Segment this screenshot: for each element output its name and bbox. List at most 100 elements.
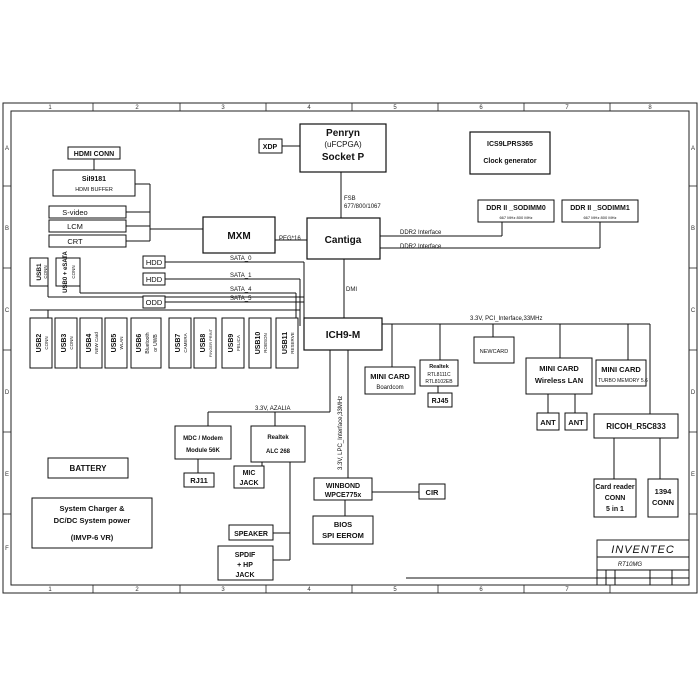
- clock-generator-block: ICS9LPRS365 Clock generator: [469, 131, 551, 175]
- modem-block: MDC / Modem Module 56K: [174, 425, 232, 460]
- azalia-label: 3.3V, AZALIA: [255, 406, 290, 412]
- system-charger-block: System Charger & DC/DC System power (IMV…: [31, 497, 153, 549]
- usb3-sub: CONN: [69, 336, 74, 349]
- antenna-block: ANT: [564, 412, 588, 431]
- sata5-label: SATA_5: [230, 296, 252, 302]
- bios-sub: SPI EEROM: [322, 531, 364, 540]
- minicard-boardcom-label: MINI CARD: [370, 372, 410, 381]
- hdd-block: HDD: [142, 255, 166, 269]
- sodimm0-speed: 667 MHz 800 MHz: [499, 215, 532, 220]
- col-label: 4: [307, 105, 311, 111]
- row-label: C: [691, 308, 696, 314]
- col-label: 5: [393, 587, 397, 593]
- usb1-conn-block: USB1 CONN: [29, 257, 49, 287]
- usb11-label: USB11: [282, 332, 289, 354]
- mic-jack-block: MIC JACK: [233, 465, 265, 489]
- cir-label: CIR: [426, 488, 440, 497]
- cpu-package: (uFCPGA): [324, 140, 362, 149]
- col-label: 6: [479, 587, 483, 593]
- ieee1394-conn: CONN: [652, 498, 674, 507]
- ant-label: ANT: [540, 418, 556, 427]
- sodimm1-speed: 667 MHz 800 MHz: [583, 215, 616, 220]
- col-label: 1: [48, 105, 52, 111]
- svideo-block: S-video: [48, 205, 127, 219]
- usb9-sub: FELICA: [236, 335, 241, 351]
- cpu-name: Penryn: [326, 128, 360, 139]
- realtek-lan-vendor: Realtek: [429, 364, 450, 370]
- mic-jack-label: MIC: [243, 470, 256, 477]
- ddr2-interface-label: DDR2 Interface: [400, 244, 442, 250]
- bios-block: BIOS SPI EEROM: [312, 515, 374, 545]
- dcdc-label: DC/DC System power: [54, 516, 131, 525]
- card-reader-slots: 5 in 1: [606, 506, 624, 513]
- battery-block: BATTERY: [47, 457, 129, 479]
- hdd-label: HDD: [146, 275, 163, 284]
- row-label: F: [5, 546, 9, 552]
- sata1-label: SATA_1: [230, 273, 252, 279]
- usb4-label: USB4: [86, 334, 93, 353]
- row-label: E: [691, 472, 695, 478]
- vr-label: (IMVP-6 VR): [71, 533, 114, 542]
- usb1-label: USB1: [36, 263, 43, 281]
- hdmi-conn-block: HDMI CONN: [67, 146, 121, 160]
- row-label: D: [5, 390, 10, 396]
- lcm-label: LCM: [67, 222, 83, 231]
- minicard-wlan-block: MINI CARD Wireless LAN: [525, 357, 593, 395]
- fsb-speed-label: 677/800/1067: [344, 204, 381, 210]
- minicard-boardcom-block: MINI CARD Boardcom: [364, 366, 416, 395]
- row-label: E: [5, 472, 9, 478]
- row-label: A: [691, 146, 695, 152]
- drawing-frame: 1 2 3 4 5 6 7 8 1 2 3 4 5 6 7 A B C D E …: [2, 102, 698, 594]
- minicard-boardcom-sub: Boardcom: [376, 385, 403, 391]
- usb11-sub: RESERVE: [290, 332, 295, 353]
- ec-block: WINBOND WPCE775x: [313, 477, 373, 501]
- realtek-lan-chip2: RTL8102EB: [425, 379, 453, 385]
- sodimm1-block: DDR II _SODIMM1 667 MHz 800 MHz: [561, 199, 639, 223]
- usb7-sub: CAMERA: [183, 333, 188, 352]
- antenna-block: ANT: [536, 412, 560, 431]
- sata4-label: SATA_4: [230, 287, 252, 293]
- usb0-sub: CONN: [71, 265, 76, 278]
- sodimm0-label: DDR II _SODIMM0: [486, 205, 546, 212]
- col-label: 4: [307, 587, 311, 593]
- usb2-label: USB2: [36, 334, 43, 353]
- ieee1394-conn-block: 1394 CONN: [647, 478, 679, 518]
- rj45-label: RJ45: [432, 398, 449, 405]
- mic-jack-sub: JACK: [239, 480, 258, 487]
- col-label: 3: [221, 105, 225, 111]
- col-label: 3: [221, 587, 225, 593]
- mxm-block: MXM: [202, 216, 276, 254]
- lcm-block: LCM: [48, 219, 127, 233]
- odd-block: ODD: [142, 295, 166, 309]
- hdd-label: HDD: [146, 258, 163, 267]
- charger-label: System Charger &: [59, 504, 125, 513]
- usb6-sub2: or UWB: [153, 334, 159, 352]
- usb3-conn-block: USB3 CONN: [54, 317, 78, 369]
- usb9-felica-block: USB9 FELICA: [221, 317, 245, 369]
- connection-lines: [30, 145, 661, 561]
- col-label: 7: [565, 587, 569, 593]
- card-reader-label: Card reader: [595, 484, 635, 491]
- spdif-hp-label: + HP: [237, 562, 253, 569]
- row-label: D: [691, 390, 696, 396]
- lpc-interface-label: 3.3V, LPC_Interface,33MHz: [338, 396, 344, 470]
- usb6-sub: Bluetooth: [145, 332, 151, 353]
- hdmi-buffer-chip: SiI9181: [82, 176, 106, 183]
- usb8-fingerprint-block: USB8 FINGER PRINT: [193, 317, 217, 369]
- ant-label: ANT: [568, 418, 584, 427]
- col-label: 2: [135, 587, 139, 593]
- spdif-hp-jack-block: SPDIF + HP JACK: [217, 545, 274, 581]
- odd-label: ODD: [146, 298, 163, 307]
- ec-chip: WPCE775x: [325, 492, 362, 499]
- usb4-newcard-block: USB4 NEW Card: [79, 317, 103, 369]
- realtek-lan-chip1: RTL8111C: [427, 372, 451, 378]
- usb1-sub: CONN: [43, 265, 48, 278]
- model-name: RT10MG: [618, 562, 643, 568]
- row-label: A: [5, 146, 9, 152]
- hdmi-conn-label: HDMI CONN: [74, 151, 114, 158]
- usb11-reserve-block: USB11 RESERVE: [275, 317, 299, 369]
- usb0-label: USB0 + eSATA: [63, 251, 69, 293]
- usb0-esata-conn-block: USB0 + eSATA CONN: [55, 251, 81, 293]
- usb10-label: USB10: [255, 332, 262, 355]
